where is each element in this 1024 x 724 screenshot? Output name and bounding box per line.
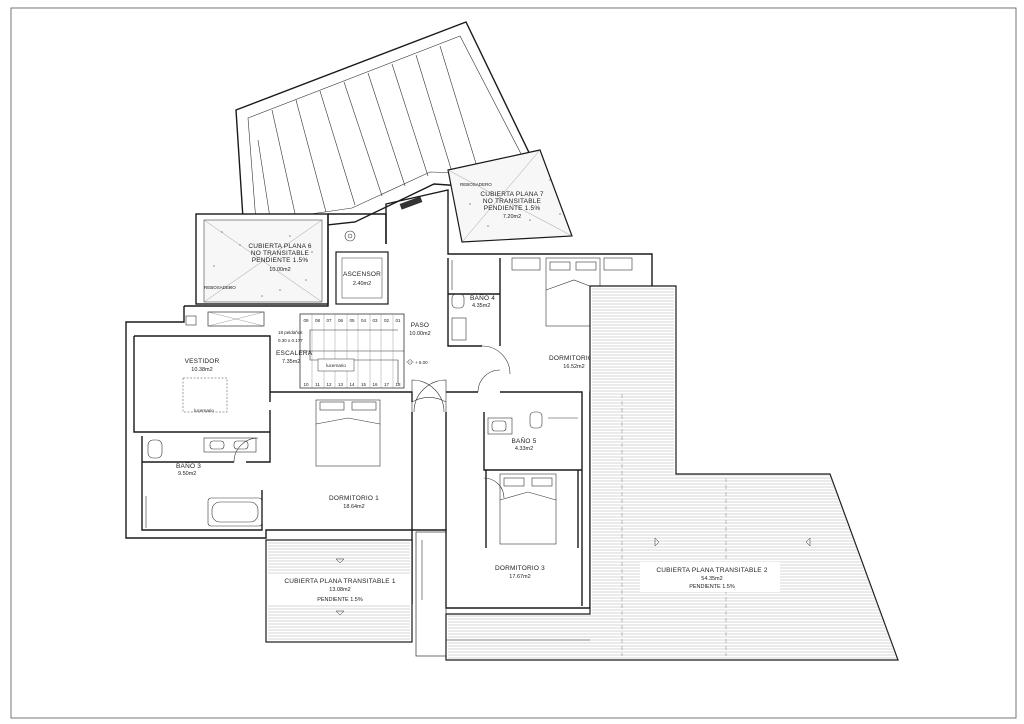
dormitorio1-area: 18.64m2	[343, 504, 364, 510]
door-swings	[233, 345, 511, 499]
cubierta1-title: CUBIERTA PLANA TRANSITABLE 1	[284, 578, 396, 585]
paso-name: PASO	[411, 322, 429, 329]
dormitorio3-area: 17.67m2	[509, 574, 530, 580]
stair-step-number: 17	[384, 382, 390, 387]
stair-step-number: 18	[395, 382, 401, 387]
dormitorio1-name: DORMITORIO 1	[329, 495, 379, 502]
stair-step-number: 14	[349, 382, 355, 387]
bano4-name: BAÑO 4	[470, 293, 495, 302]
cubierta6-line3: PENDIENTE 1.5%	[252, 257, 309, 264]
cubierta6-line1: CUBIERTA PLANA 6	[248, 243, 311, 250]
cubierta7-line3: PENDIENTE 1.5%	[484, 205, 541, 212]
paso-level: + 6.00	[415, 360, 428, 365]
cubierta2-title: CUBIERTA PLANA TRANSITABLE 2	[656, 567, 768, 574]
cubierta6-tag: REBOSADERO	[204, 285, 236, 290]
bano5-name: BAÑO 5	[511, 436, 536, 445]
stair-step-number: 13	[338, 382, 344, 387]
stair-step-number: 05	[349, 318, 355, 323]
cubierta-transitable-1: CUBIERTA PLANA TRANSITABLE 1 13.08m2 PEN…	[265, 531, 447, 657]
dormitorio2-area: 16.52m2	[563, 364, 584, 370]
stair-step-number: 09	[303, 318, 309, 323]
bano5-fixtures	[487, 411, 578, 435]
cubierta6-line2: NO TRANSITABLE	[251, 250, 310, 257]
vestidor-area: 10.38m2	[191, 367, 212, 373]
stair-step-number: 02	[384, 318, 390, 323]
vestidor-name: VESTIDOR	[185, 358, 220, 365]
stair-step-number: 08	[315, 318, 321, 323]
stair-step-number: 11	[315, 382, 320, 387]
stair-steps: 18 peldaños	[278, 330, 303, 335]
cubierta2-slope: PENDIENTE 1.5%	[689, 584, 735, 590]
ascensor-area: 2.40m2	[353, 281, 371, 287]
cubierta2-area: 54.35m2	[701, 576, 722, 582]
dormitorio3-name: DORMITORIO 3	[495, 565, 545, 572]
shaft	[185, 311, 265, 327]
dormitorio2-name: DORMITORIO 2	[549, 355, 599, 362]
stair-step-number: 15	[361, 382, 367, 387]
stair-step-number: 04	[361, 318, 367, 323]
paso-area: 10.00m2	[409, 331, 430, 337]
cubierta7-line2: NO TRANSITABLE	[483, 198, 542, 205]
stair-step-number: 03	[372, 318, 378, 323]
cubierta-plana-6: CUBIERTA PLANA 6 NO TRANSITABLE PENDIENT…	[195, 213, 329, 305]
elevator: ASCENSOR 2.40m2	[335, 230, 389, 305]
cubierta1-area: 13.08m2	[329, 587, 350, 593]
dormitorio3-bed	[499, 473, 557, 545]
cubierta-transitable-2: CUBIERTA PLANA TRANSITABLE 2 54.35m2 PEN…	[445, 285, 899, 661]
stair-step-number: 16	[372, 382, 378, 387]
escalera-name: ESCALERA	[276, 350, 313, 357]
ascensor-name: ASCENSOR	[343, 271, 381, 278]
cubierta7-line1: CUBIERTA PLANA 7	[480, 191, 543, 198]
stair-step-dims: 0.30 x 0.177	[278, 338, 303, 343]
stair-skylight-label: lucernario	[326, 363, 346, 368]
dormitorio1-bed	[315, 399, 381, 467]
cubierta6-area: 10.00m2	[269, 267, 290, 273]
stair-step-number: 12	[326, 382, 332, 387]
bano3-fixtures	[145, 437, 263, 528]
stair-step-number: 01	[395, 318, 401, 323]
cubierta7-tag: REBOSADERO	[460, 182, 492, 187]
stair-step-numbers: 09 08 07 06 05 04 03 02 01 10 11 12 13 14 15 16 17 18	[303, 318, 401, 387]
staircase: lucernario	[299, 313, 405, 389]
escalera-area: 7.35m2	[282, 359, 300, 365]
bano5-area: 4.33m2	[515, 446, 533, 452]
stair-step-number: 07	[326, 318, 332, 323]
bano3-area: 9.50m2	[178, 471, 196, 477]
vestidor-furniture: lucernario	[182, 377, 228, 413]
bano4-fixtures	[451, 260, 467, 341]
bano3-name: BAÑO 3	[176, 461, 201, 470]
vestidor-skylight: lucernario	[194, 408, 214, 413]
cubierta1-slope: PENDIENTE 1.5%	[317, 597, 363, 603]
cubierta-plana-7: CUBIERTA PLANA 7 NO TRANSITABLE PENDIENT…	[447, 149, 573, 243]
stair-step-number: 10	[303, 382, 309, 387]
cubierta7-area: 7.20m2	[503, 214, 521, 220]
bano4-area: 4.35m2	[472, 303, 490, 309]
stair-step-number: 06	[338, 318, 344, 323]
